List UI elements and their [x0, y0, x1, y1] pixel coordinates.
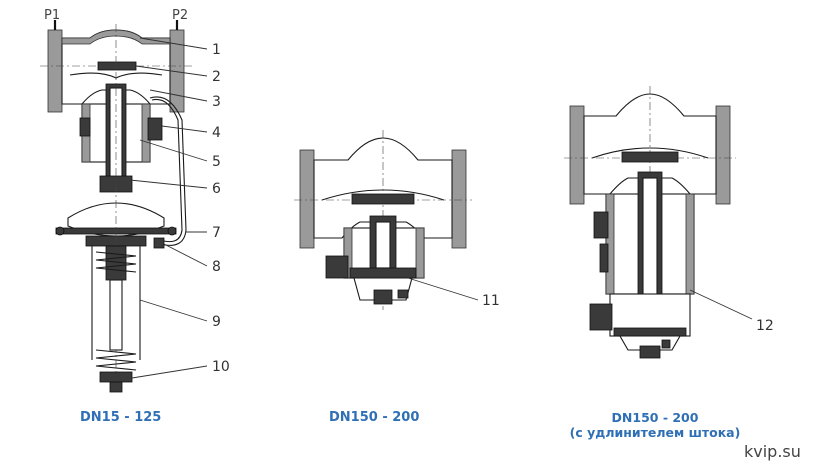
callout-8: 8	[212, 259, 221, 275]
outlet-flange	[715, 105, 731, 205]
diaphragm	[349, 267, 417, 279]
callout-1: 1	[212, 42, 221, 58]
callout-3: 3	[212, 94, 221, 110]
outlet-flange	[451, 149, 467, 249]
callout-10: 10	[212, 359, 230, 375]
valve-dn150-200: 11	[294, 130, 500, 310]
callout-2: 2	[212, 69, 221, 85]
inlet-flange	[569, 105, 585, 205]
valve-body	[583, 93, 717, 195]
caption-dn15-125: DN15 - 125	[80, 410, 162, 425]
valve-seat	[621, 151, 679, 163]
caption-title: DN150 - 200	[611, 410, 699, 425]
caption-note: (с удлинителем штока)	[569, 425, 741, 440]
caption-dn150-200: DN150 - 200	[329, 410, 420, 425]
callout-5: 5	[212, 154, 221, 170]
callout-12: 12	[756, 318, 774, 334]
side-fitting	[147, 117, 163, 141]
callout-4: 4	[212, 125, 221, 141]
callout-11: 11	[482, 293, 500, 309]
inlet-flange	[299, 149, 315, 249]
adjusting-rod	[109, 279, 123, 351]
outlet-port-label: P2	[172, 8, 188, 23]
valve-dn15-125: P1 P2	[40, 8, 230, 393]
watermark: kvip.su	[744, 442, 801, 461]
callout-7: 7	[212, 225, 221, 241]
callout-9: 9	[212, 314, 221, 330]
valve-dn150-200-extended: 12	[564, 86, 774, 359]
valve-body	[313, 137, 453, 239]
valve-seat	[351, 193, 415, 205]
diaphragm	[613, 327, 687, 337]
caption-dn150-200-extended: DN150 - 200 (с удлинителем штока)	[555, 410, 755, 440]
impulse-line	[149, 96, 187, 246]
inlet-port-label: P1	[44, 8, 60, 23]
inlet-flange	[47, 29, 63, 113]
side-plug	[325, 255, 349, 279]
callout-6: 6	[212, 181, 221, 197]
setpoint-spring	[95, 349, 137, 371]
side-plug	[589, 303, 613, 331]
adjusting-nut	[99, 371, 133, 383]
valve-seat	[97, 61, 137, 71]
